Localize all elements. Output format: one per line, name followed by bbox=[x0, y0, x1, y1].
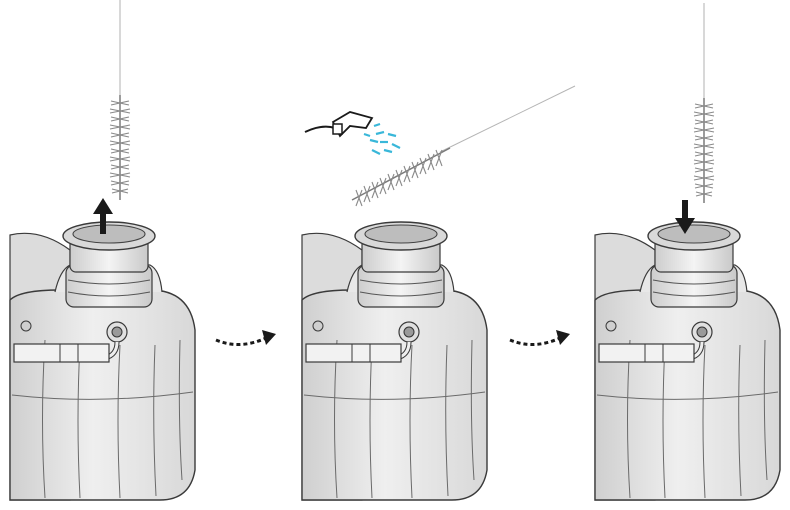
dashed-curved-arrow-icon bbox=[216, 330, 276, 345]
panel-rinse-brush bbox=[302, 86, 575, 500]
water-spray-icon bbox=[305, 112, 400, 154]
tank-illustration bbox=[10, 222, 195, 500]
dashed-curved-arrow-icon bbox=[510, 330, 570, 345]
brush-illustration bbox=[110, 0, 130, 200]
tank-illustration bbox=[302, 222, 487, 500]
brush-illustration bbox=[694, 3, 714, 203]
panel-remove-brush bbox=[10, 0, 195, 500]
panel-insert-brush bbox=[595, 3, 780, 500]
tank-illustration bbox=[595, 222, 780, 500]
brush-illustration bbox=[352, 86, 575, 206]
